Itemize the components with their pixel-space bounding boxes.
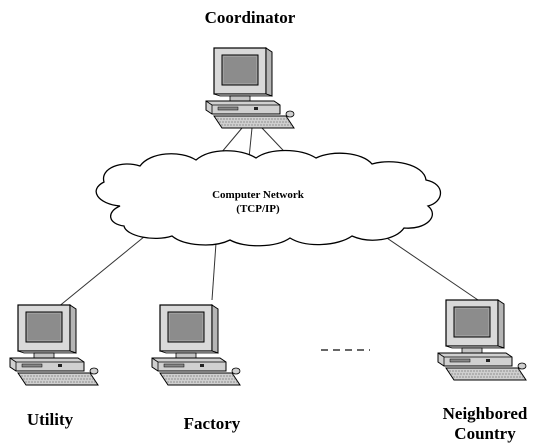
neighbored-country-label: Neighbored Country	[430, 404, 540, 444]
network-label-line2: (TCP/IP)	[236, 203, 280, 215]
coordinator-label: Coordinator	[188, 8, 312, 28]
neighbored-country-label-line2: Country	[454, 424, 516, 443]
factory-label-text: Factory	[183, 414, 241, 433]
factory-computer	[151, 304, 241, 386]
link-cloud-factory	[211, 242, 217, 301]
network-label-line1: Computer Network	[212, 189, 304, 201]
utility-label: Utility	[10, 410, 90, 430]
connection-lines	[51, 127, 479, 313]
coordinator-label-text: Coordinator	[204, 8, 296, 27]
cloud-icon	[95, 149, 442, 247]
link-cloud-utility	[51, 231, 151, 313]
desktop-computer-icon	[9, 304, 99, 386]
coordinator-computer	[205, 47, 295, 129]
factory-label: Factory	[170, 414, 254, 434]
desktop-computer-icon	[437, 299, 527, 381]
neighbored-country-computer	[437, 299, 527, 381]
network-label: Computer Network (TCP/IP)	[198, 188, 318, 216]
utility-computer	[9, 304, 99, 386]
link-cloud-neighbored-country	[377, 231, 479, 301]
neighbored-country-label-line1: Neighbored	[442, 404, 528, 423]
desktop-computer-icon	[151, 304, 241, 386]
utility-label-text: Utility	[26, 410, 74, 429]
desktop-computer-icon	[205, 47, 295, 129]
